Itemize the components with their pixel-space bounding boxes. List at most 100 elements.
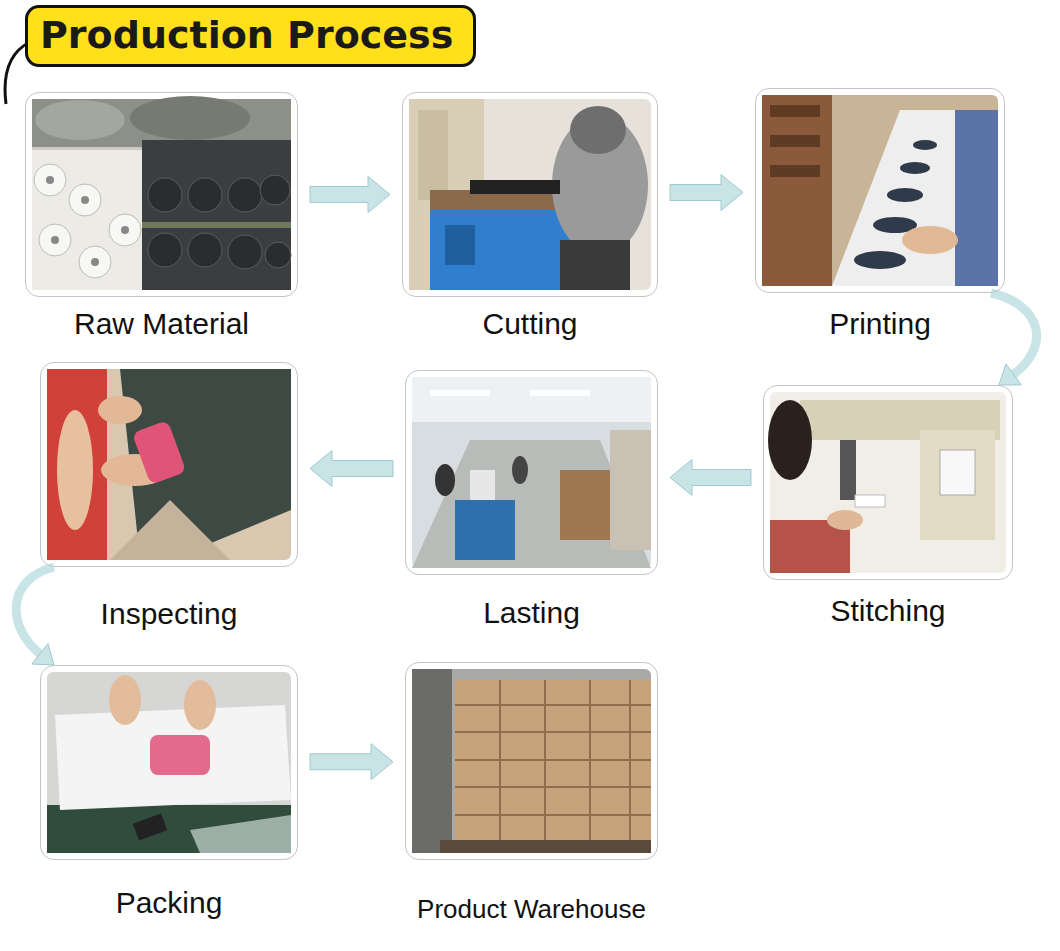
packing-photo-part bbox=[47, 805, 291, 853]
warehouse-photo-part bbox=[455, 680, 651, 845]
arrow-head bbox=[32, 644, 54, 665]
packing-photo bbox=[47, 672, 291, 853]
lasting-photo-part bbox=[470, 470, 495, 500]
block-arrow bbox=[310, 451, 393, 487]
warehouse-photo-part bbox=[440, 840, 651, 853]
printing-photo-part bbox=[887, 188, 923, 202]
inspecting-photo-part bbox=[57, 410, 93, 530]
inspecting-photo-part bbox=[110, 500, 230, 560]
stitching-photo-part bbox=[827, 510, 863, 530]
inspecting-photo-part bbox=[47, 369, 107, 560]
raw-material-photo-part bbox=[265, 242, 291, 268]
lasting-photo-part bbox=[530, 390, 590, 396]
warehouse-photo-part bbox=[455, 680, 651, 845]
stitching-photo-part bbox=[840, 440, 856, 500]
packing-photo-part bbox=[47, 672, 291, 853]
step-label: Product Warehouse bbox=[366, 894, 697, 925]
printing-photo bbox=[762, 95, 998, 286]
cutting-photo-part bbox=[430, 210, 570, 290]
flow-arrow bbox=[670, 460, 751, 496]
title-banner: Production Process bbox=[25, 5, 476, 67]
process-photo-box: Printing bbox=[755, 88, 1005, 293]
printing-photo-part bbox=[832, 110, 998, 286]
block-arrow bbox=[670, 460, 751, 496]
step-label: Packing bbox=[1, 885, 337, 921]
flow-arrow bbox=[991, 293, 1037, 385]
printing-photo-part bbox=[913, 140, 937, 150]
flow-arrow bbox=[310, 177, 390, 213]
arrow-head bbox=[999, 364, 1021, 385]
lasting-photo-part bbox=[610, 430, 651, 550]
stitching-photo bbox=[768, 392, 1006, 573]
stitching-photo-part bbox=[768, 400, 812, 480]
raw-material-photo-part bbox=[188, 178, 222, 212]
block-arrow bbox=[670, 175, 743, 211]
lasting-photo-part bbox=[412, 377, 651, 422]
raw-material-photo-part bbox=[130, 96, 250, 140]
block-arrow bbox=[310, 744, 393, 780]
step-label: Stitching bbox=[724, 593, 1052, 629]
raw-material-photo-part bbox=[39, 224, 71, 256]
raw-material-photo-part bbox=[91, 258, 99, 266]
cutting-photo-part bbox=[570, 106, 626, 154]
process-photo-box: Product Warehouse bbox=[405, 662, 658, 860]
inspecting-photo-part bbox=[47, 369, 291, 560]
lasting-photo-part bbox=[430, 390, 490, 396]
curved-arrow-shaft bbox=[16, 567, 54, 654]
raw-material-photo-part bbox=[188, 233, 222, 267]
raw-material-photo-part bbox=[148, 233, 182, 267]
printing-photo-part bbox=[770, 135, 820, 147]
step-label: Printing bbox=[716, 306, 1044, 342]
inspecting-photo bbox=[47, 369, 291, 560]
packing-photo-part bbox=[55, 705, 291, 810]
raw-material-photo-part bbox=[121, 226, 129, 234]
packing-photo-part bbox=[184, 680, 216, 730]
cutting-photo-part bbox=[470, 180, 560, 194]
raw-material-photo-part bbox=[46, 176, 54, 184]
step-label: Raw Material bbox=[0, 306, 337, 342]
step-label: Inspecting bbox=[1, 596, 337, 632]
step-label: Cutting bbox=[363, 306, 697, 342]
flow-arrow bbox=[16, 567, 54, 665]
cutting-photo-part bbox=[409, 99, 651, 290]
lasting-photo bbox=[412, 377, 651, 568]
process-photo-box: Cutting bbox=[402, 92, 658, 297]
packing-photo-part bbox=[190, 815, 291, 853]
printing-photo-part bbox=[770, 105, 820, 117]
flow-arrow bbox=[670, 175, 743, 211]
curved-arrow-shaft bbox=[991, 293, 1037, 375]
stitching-photo-part bbox=[940, 450, 975, 495]
raw-material-photo-part bbox=[32, 150, 144, 290]
stitching-photo-part bbox=[855, 495, 885, 507]
stitching-photo-part bbox=[920, 430, 995, 540]
raw-material-photo-part bbox=[148, 178, 182, 212]
raw-material-photo-part bbox=[81, 196, 89, 204]
printing-photo-part bbox=[762, 95, 832, 286]
packing-photo-part bbox=[133, 813, 167, 840]
raw-material-photo-part bbox=[142, 222, 291, 228]
warehouse-photo-part bbox=[412, 669, 452, 853]
process-photo-box: Stitching bbox=[763, 385, 1013, 580]
process-photo-box: Packing bbox=[40, 665, 298, 860]
printing-photo-part bbox=[762, 95, 998, 286]
raw-material-photo-part bbox=[79, 246, 111, 278]
raw-material-photo-part bbox=[260, 175, 290, 205]
cutting-photo-part bbox=[560, 240, 630, 290]
inspecting-photo-part bbox=[132, 420, 187, 485]
block-arrow bbox=[310, 177, 390, 213]
packing-photo-part bbox=[109, 675, 141, 725]
printing-photo-part bbox=[955, 110, 998, 286]
step-label: Lasting bbox=[366, 595, 697, 631]
raw-material-photo-part bbox=[109, 214, 141, 246]
raw-material-photo bbox=[32, 96, 291, 290]
flow-arrow bbox=[310, 451, 393, 487]
process-photo-box: Lasting bbox=[405, 370, 658, 575]
printing-photo-part bbox=[902, 226, 958, 254]
lasting-photo-part bbox=[435, 464, 455, 496]
raw-material-photo-part bbox=[228, 235, 262, 269]
lasting-photo-part bbox=[455, 500, 515, 560]
cutting-photo-part bbox=[445, 225, 475, 265]
